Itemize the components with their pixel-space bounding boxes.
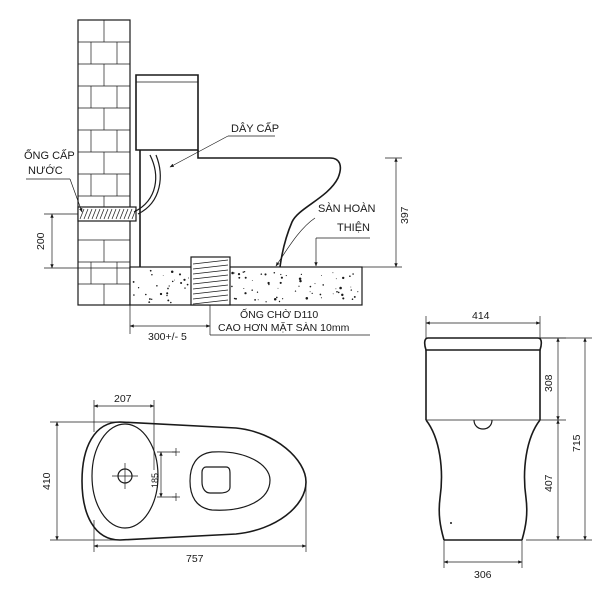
toilet-front-outline <box>423 337 543 541</box>
side-labels: ỐNG CẤP NƯỚC DÂY CẤP SÀN HOÀN THIỆN ỐNG … <box>24 122 411 343</box>
dim-drain-offset: 300+/- 5 <box>148 331 187 343</box>
water-inlet-pipe <box>77 206 137 222</box>
dim-top-mount-spacing: 185 <box>150 473 160 488</box>
dim-top-total-length: 757 <box>186 553 204 565</box>
front-dimensions <box>425 316 592 568</box>
front-view: 414 306 308 407 715 <box>423 310 592 581</box>
label-finished-floor-line2: THIỆN <box>337 221 370 234</box>
top-view: 207 757 410 185 <box>41 393 307 565</box>
dim-bowl-height: 397 <box>399 206 411 224</box>
label-supply-hose: DÂY CẤP <box>231 122 279 135</box>
dim-top-tank-width: 207 <box>114 393 132 405</box>
label-finished-floor-line1: SÀN HOÀN <box>318 202 376 215</box>
dim-top-width: 410 <box>41 472 53 490</box>
mounting-holes <box>172 448 180 501</box>
toilet-side-profile <box>133 74 342 268</box>
toilet-top-outline <box>81 421 307 541</box>
side-view: ỐNG CẤP NƯỚC DÂY CẤP SÀN HOÀN THIỆN ỐNG … <box>24 19 411 343</box>
side-dimensions <box>44 157 402 334</box>
brick-wall <box>77 19 131 306</box>
label-water-pipe-line1: ỐNG CẤP <box>24 148 75 162</box>
dim-inlet-height: 200 <box>35 232 47 250</box>
front-labels: 414 306 308 407 715 <box>472 310 583 581</box>
label-drain-line2: CAO HƠN MẶT SÀN 10mm <box>218 321 350 334</box>
dim-front-tank-height: 308 <box>543 374 555 392</box>
label-drain-line1: ỐNG CHỜ D110 <box>240 307 318 321</box>
leader-lines <box>26 135 370 336</box>
dim-front-total-height: 715 <box>571 434 583 452</box>
top-dimensions <box>50 400 307 552</box>
floor-slab <box>129 266 363 306</box>
label-water-pipe-line2: NƯỚC <box>28 164 63 177</box>
dim-front-tank-width: 414 <box>472 310 490 322</box>
dim-front-bowl-height: 407 <box>543 474 555 492</box>
dim-front-base-width: 306 <box>474 569 492 581</box>
drain-pipe <box>190 256 231 306</box>
top-labels: 207 757 410 185 <box>41 393 204 565</box>
